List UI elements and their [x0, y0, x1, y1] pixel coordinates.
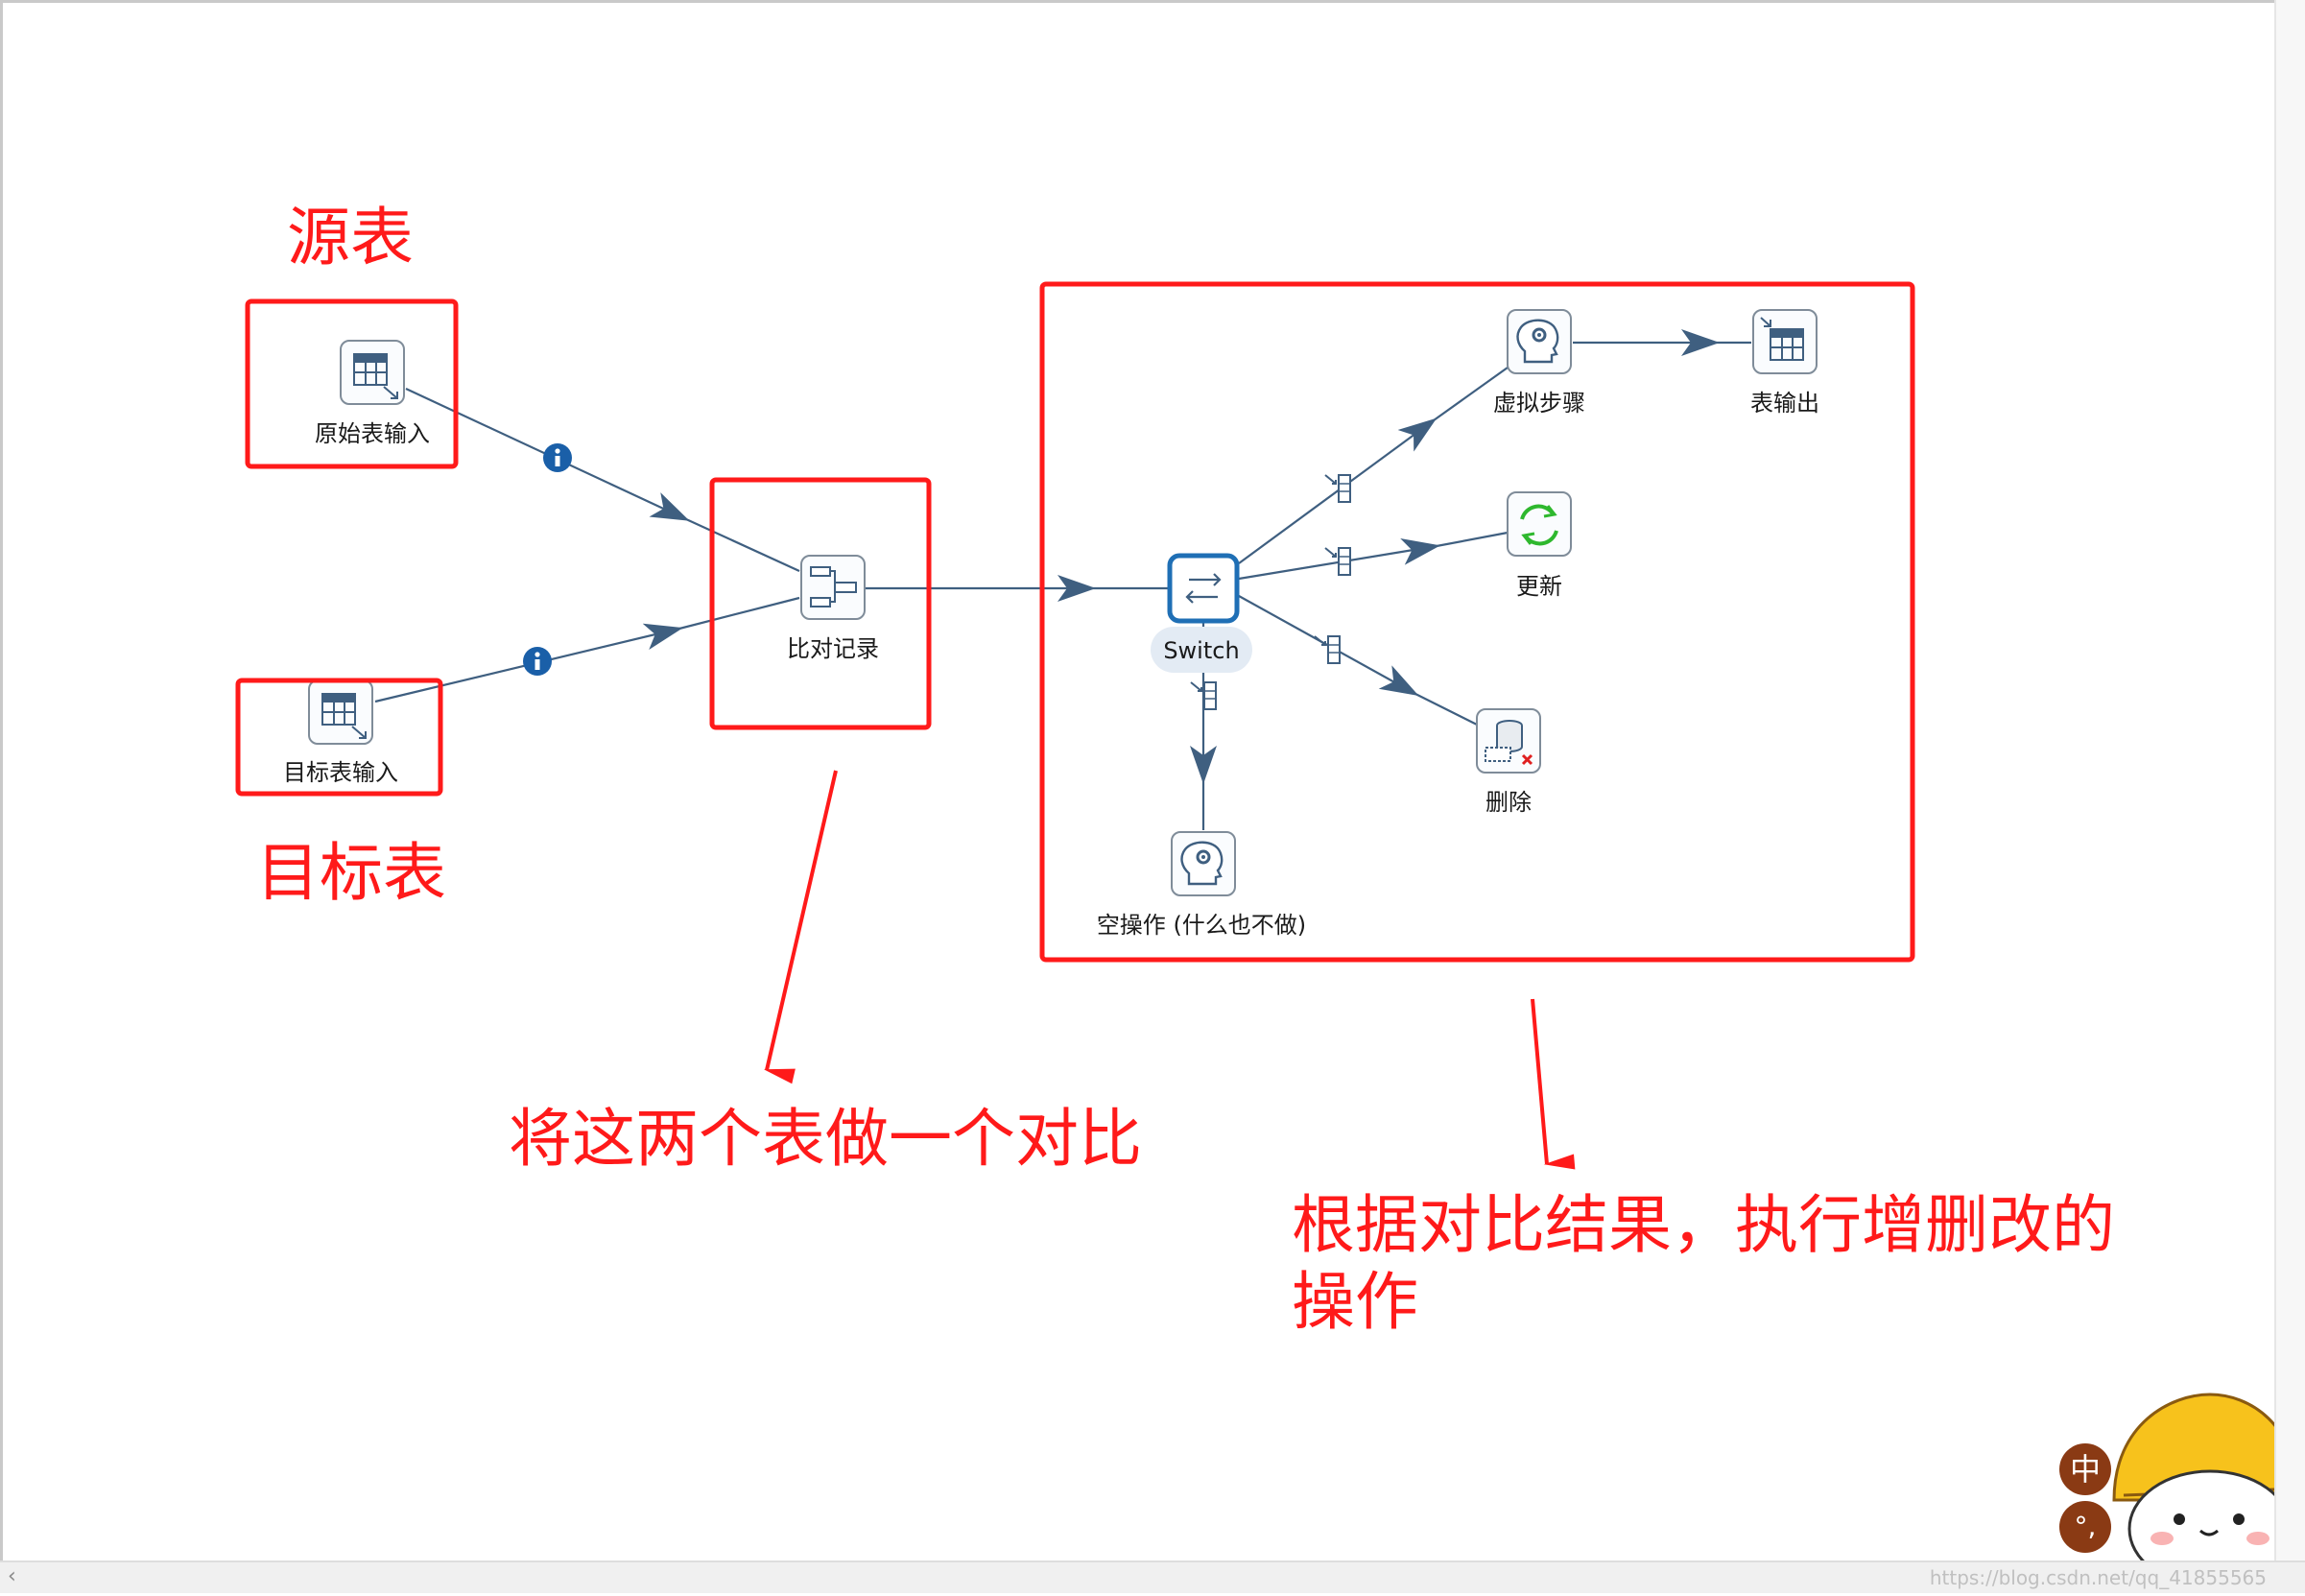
compare-annotation: 将这两个表做一个对比	[509, 1102, 1142, 1176]
step-label: 原始表输入	[315, 420, 430, 447]
step-delete[interactable]: 删除	[1476, 708, 1541, 816]
hop-switch-to-delete[interactable]	[1238, 595, 1482, 727]
step-merge-rows[interactable]: 比对记录	[787, 555, 879, 662]
switch-case-icon	[1185, 573, 1222, 604]
mascot-image	[2112, 1393, 2300, 1588]
ime-punctuation-badge[interactable]: °,	[2059, 1501, 2111, 1553]
flow-diagram: 原始表输入 目标表输入 比对记录	[235, 201, 2300, 1588]
step-label: 表输出	[1750, 390, 1819, 417]
table-output-icon	[1760, 317, 1804, 361]
result-highlight-box	[1039, 281, 1915, 963]
target-highlight-box	[235, 678, 443, 797]
table-input-icon	[353, 353, 398, 399]
result-annotation-line1: 根据对比结果，执行增删改的	[1292, 1188, 2115, 1262]
result-annotation-line2: 操作	[1292, 1265, 1418, 1339]
step-label: 空操作 (什么也不做)	[1097, 912, 1306, 939]
result-annotation-arrow	[1531, 998, 1576, 1170]
head-gear-icon	[1180, 841, 1224, 886]
step-source-table-input[interactable]: 原始表输入	[315, 340, 430, 447]
step-label: 目标表输入	[283, 759, 398, 786]
step-noop[interactable]: 空操作 (什么也不做)	[1097, 831, 1306, 939]
compare-highlight-box	[709, 477, 932, 730]
info-icon[interactable]	[543, 443, 572, 472]
hop-switch-to-dummy[interactable]	[1238, 367, 1509, 564]
step-table-output[interactable]: 表输出	[1750, 309, 1819, 417]
copy-rows-icon	[1190, 681, 1217, 710]
step-label: 更新	[1516, 573, 1562, 600]
refresh-icon	[1520, 504, 1558, 546]
info-icon[interactable]	[523, 647, 552, 676]
step-dummy[interactable]: 虚拟步骤	[1493, 309, 1585, 417]
source-highlight-box	[245, 298, 459, 469]
step-target-table-input[interactable]: 目标表输入	[283, 679, 398, 786]
scroll-left-icon[interactable]: ‹	[8, 1564, 16, 1588]
copy-rows-icon	[1324, 547, 1351, 576]
step-label: Switch	[1163, 637, 1239, 664]
watermark-text: https://blog.csdn.net/qq_41855565	[1929, 1566, 2267, 1589]
copy-rows-icon	[1314, 635, 1341, 664]
step-label: 比对记录	[787, 635, 879, 662]
database-delete-icon	[1485, 720, 1533, 766]
step-update[interactable]: 更新	[1507, 491, 1572, 600]
step-label: 虚拟步骤	[1493, 390, 1585, 417]
merge-rows-icon	[810, 566, 857, 607]
source-annotation: 源表	[287, 201, 414, 274]
table-input-icon	[321, 693, 367, 739]
head-gear-icon	[1516, 319, 1559, 364]
vertical-scrollbar[interactable]	[2274, 0, 2305, 1562]
target-annotation: 目标表	[256, 836, 446, 910]
compare-annotation-arrow	[763, 770, 838, 1084]
horizontal-scrollbar[interactable]: ‹	[0, 1560, 2305, 1593]
hop-switch-to-update[interactable]	[1238, 531, 1509, 581]
step-label: 删除	[1485, 789, 1532, 816]
ime-language-badge[interactable]: 中	[2059, 1443, 2111, 1495]
step-switch-case[interactable]: Switch	[1151, 553, 1252, 673]
